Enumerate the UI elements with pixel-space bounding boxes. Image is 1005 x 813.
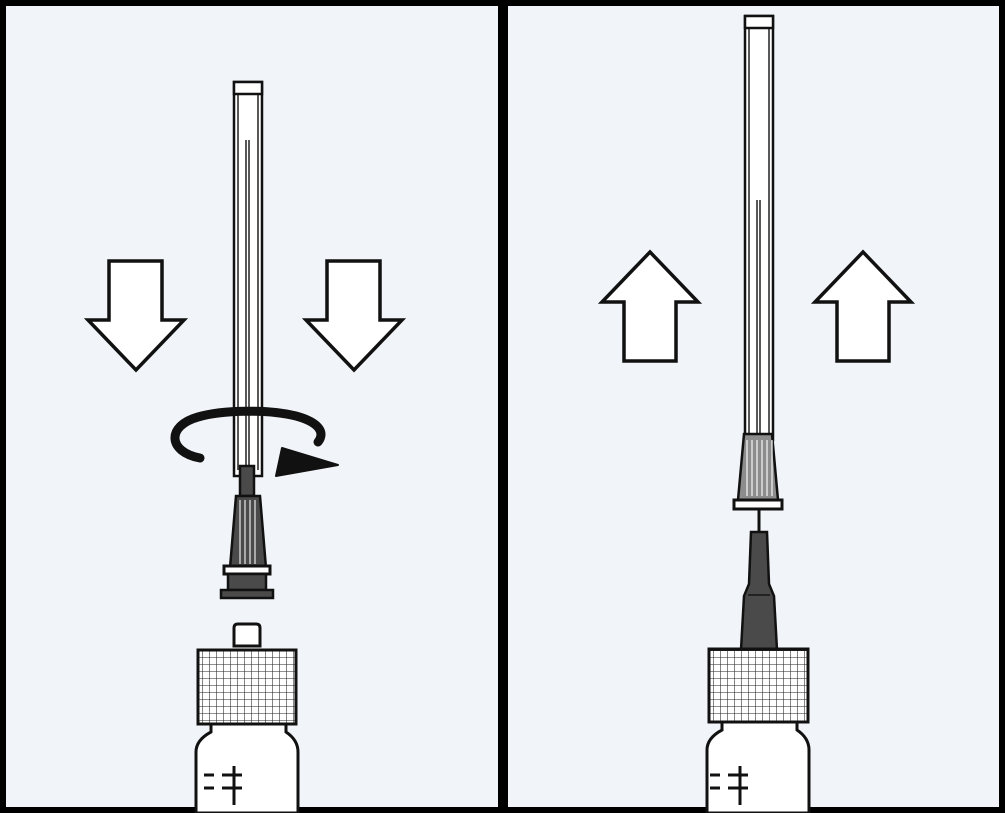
arrow-up-icon: [597, 249, 703, 363]
arrow-down-icon: [83, 259, 189, 373]
syringe-right: [705, 647, 811, 813]
right-panel-content: [597, 14, 916, 813]
rotate-clockwise-icon: [170, 406, 339, 477]
arrow-up-icon: [810, 249, 916, 363]
arrow-down-icon: [301, 259, 407, 373]
syringe-left: [194, 622, 300, 813]
needle-cap: [232, 80, 264, 478]
left-panel-content: [83, 80, 407, 813]
needle-cap: [732, 14, 784, 511]
needle-hub: [219, 464, 275, 600]
